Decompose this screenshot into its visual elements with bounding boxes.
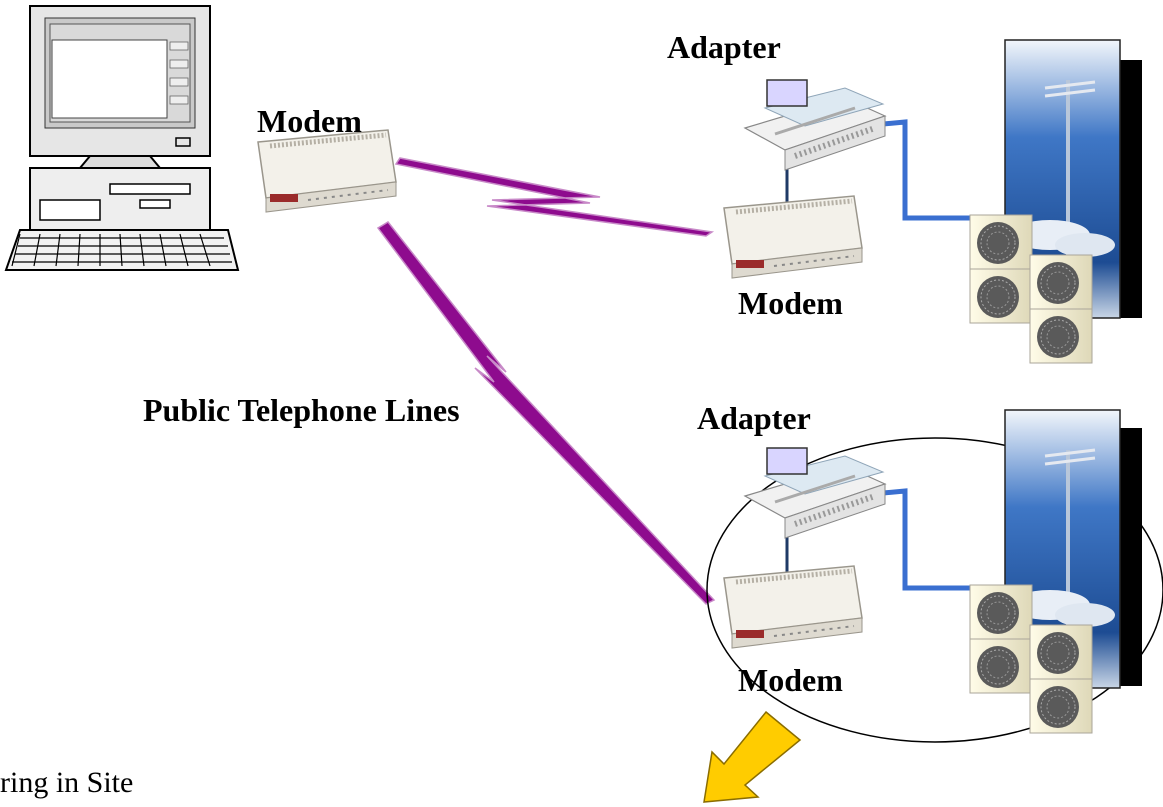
adapter-label-top: Adapter xyxy=(667,29,781,65)
caption-text: ring in Site xyxy=(0,766,134,799)
lightning-link-icon-top xyxy=(394,157,715,237)
adapter-icon-top xyxy=(745,80,885,170)
computer-icon xyxy=(4,5,240,271)
modem-label-host: Modem xyxy=(257,103,362,139)
modem-label-top: Modem xyxy=(738,285,843,321)
adapter-label-bottom: Adapter xyxy=(697,400,811,436)
modem-icon-host xyxy=(258,130,396,212)
site-boundary xyxy=(706,437,1163,743)
arrow-icon xyxy=(703,710,802,803)
modem-label-bottom: Modem xyxy=(738,662,843,698)
modem-icon-top xyxy=(724,196,862,278)
telephone-lines-label: Public Telephone Lines xyxy=(143,392,460,428)
lightning-link-icon-bottom xyxy=(376,221,716,605)
modem-icon-bottom xyxy=(724,566,862,648)
